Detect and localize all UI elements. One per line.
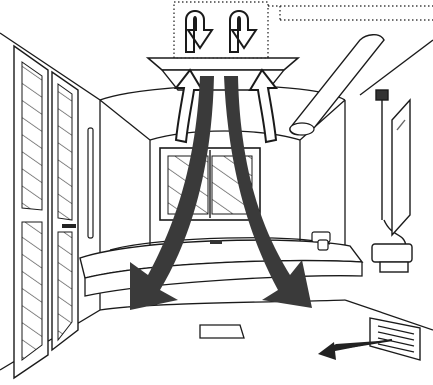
floor-vent-icon [370, 318, 420, 360]
ceiling-vent-icon [148, 58, 298, 90]
ceiling-duct-icon [290, 35, 384, 135]
folding-door-icon [14, 46, 78, 378]
recirculation-arrows-icon [186, 11, 256, 52]
floor-drain [200, 325, 244, 338]
grab-bar [88, 128, 93, 238]
shower-icon [372, 90, 412, 272]
